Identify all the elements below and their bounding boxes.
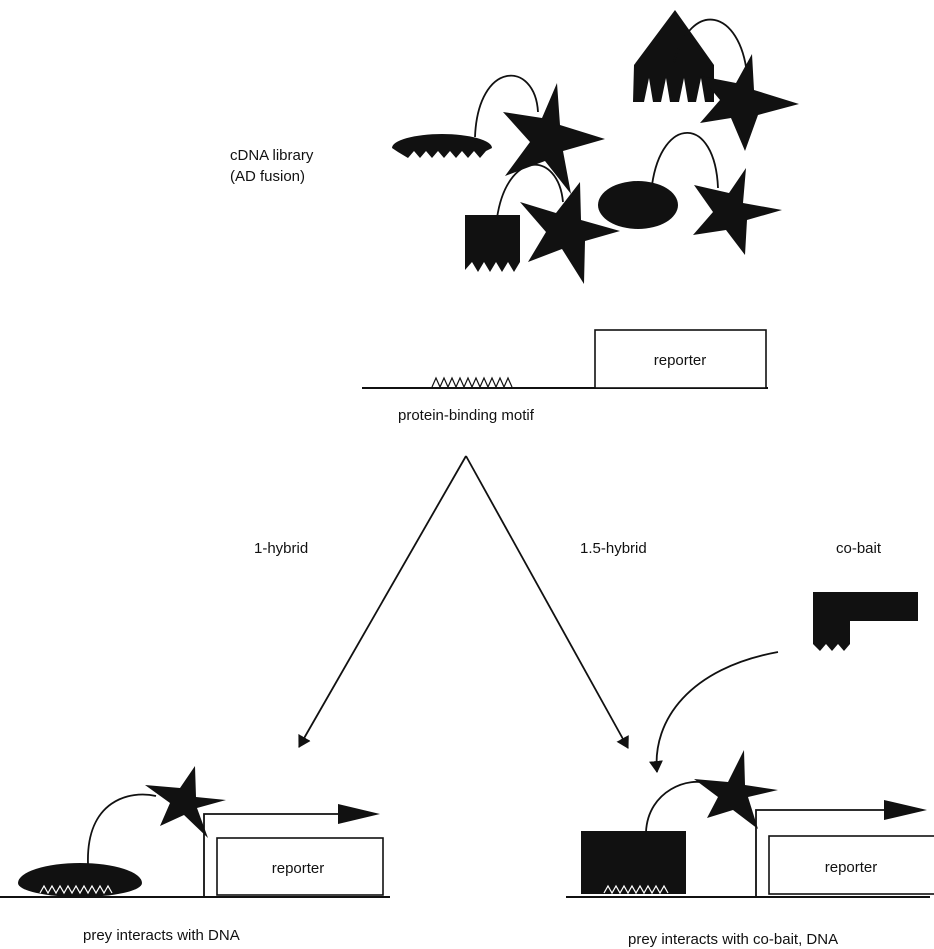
result-left-caption: prey interacts with DNA (83, 927, 240, 944)
binding-domain-shape (392, 134, 492, 158)
co-bait-label: co-bait (836, 540, 882, 557)
arrow-to-1-hybrid (298, 455, 467, 748)
library-label-line1: cDNA library (230, 147, 314, 164)
activation-domain-star (145, 766, 226, 838)
linker-curve (645, 780, 709, 833)
transcription-line (755, 809, 888, 897)
binding-motif-triangles (39, 884, 113, 895)
linker-curve (673, 18, 748, 75)
linker-curve (496, 164, 564, 219)
reporter-box (216, 837, 384, 896)
one-hybrid-result: reporter (0, 766, 390, 898)
binding-domain-shape (465, 215, 520, 272)
co-bait-arrow (648, 651, 779, 773)
activation-domain-star (520, 182, 620, 284)
activation-domain-star (700, 54, 799, 151)
one-point-five-hybrid-result: reporter (566, 750, 934, 898)
library-fusion-oval-star (598, 132, 782, 255)
library-fusion-ellipse-star (392, 74, 605, 194)
binding-motif-triangles (603, 884, 669, 895)
arrow-to-1.5-hybrid (465, 455, 629, 749)
activation-domain-star (503, 83, 605, 194)
co-bait-shape (813, 592, 918, 651)
reporter-box (768, 835, 934, 895)
activation-domain-star (694, 750, 778, 829)
binding-motif-triangles (431, 376, 513, 389)
linker-curve (87, 793, 157, 865)
binding-motif-label: protein-binding motif (398, 407, 535, 424)
result-right-caption: prey interacts with co-bait, DNA (628, 931, 838, 948)
co-bait-bound (581, 831, 686, 894)
reporter-construct: reporter (362, 329, 768, 389)
linker-curve (651, 132, 719, 189)
one-hybrid-label: 1-hybrid (254, 540, 308, 557)
linker-curve (474, 74, 539, 138)
reporter-label: reporter (272, 860, 325, 877)
binding-domain-shape (598, 181, 678, 229)
transcription-line (203, 813, 343, 897)
activation-domain-star (693, 168, 782, 255)
one-point-five-hybrid-label: 1.5-hybrid (580, 540, 647, 557)
library-fusion-trident-star (633, 10, 799, 151)
reporter-box (594, 329, 767, 389)
prey-oval (18, 863, 142, 897)
transcription-arrowhead (338, 804, 380, 824)
reporter-label: reporter (654, 352, 707, 369)
transcription-arrowhead (884, 800, 927, 820)
library-fusion-square-star (465, 164, 620, 284)
reporter-label: reporter (825, 859, 878, 876)
library-label-line2: (AD fusion) (230, 168, 305, 185)
binding-domain-shape (633, 10, 714, 102)
